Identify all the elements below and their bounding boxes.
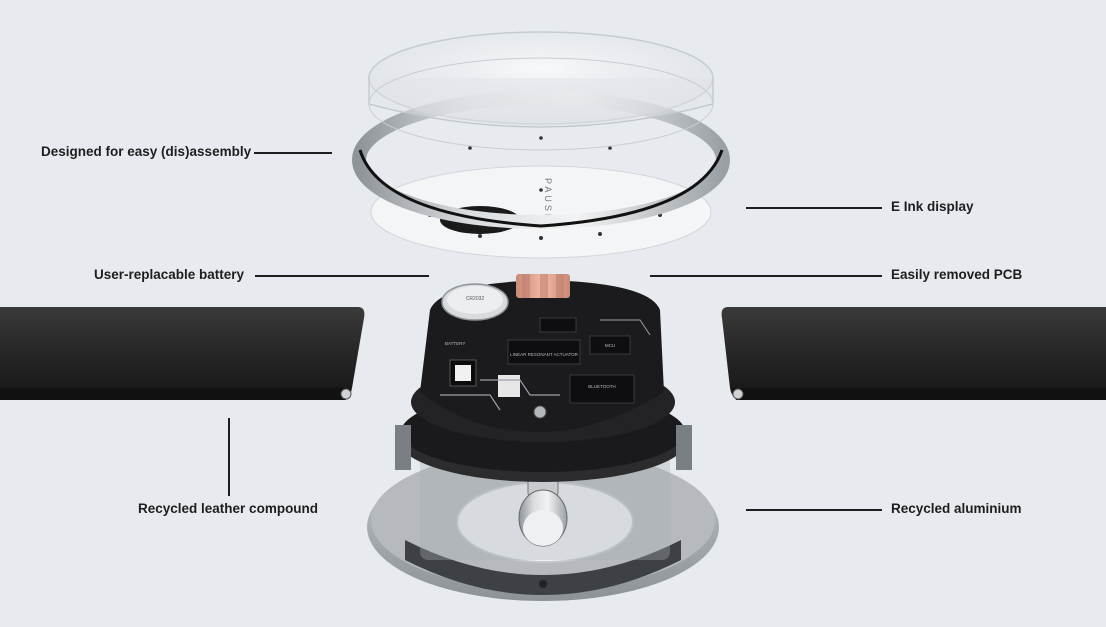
callout-line-battery [255, 275, 429, 277]
silk-battery-label: BATTERY [445, 341, 465, 346]
callout-line-display [746, 207, 882, 209]
chip-actuator-label: LINEAR RESONANT ACTUATOR [510, 352, 579, 357]
callout-line-leather [228, 418, 230, 496]
chip-bluetooth-label: BLUETOOTH [588, 384, 615, 389]
callout-battery: User-replacable battery [94, 267, 245, 282]
callout-line-aluminium [746, 509, 882, 511]
callout-display: E Ink display [891, 199, 974, 214]
brand-mark: PAUSE [543, 178, 553, 223]
callout-line-pcb [650, 275, 882, 277]
right-strap [721, 307, 1106, 400]
glass-lens [368, 31, 714, 151]
pcb-board: CR2032 LINEAR RESONANT ACTUATOR BLUETOOT… [420, 274, 664, 432]
left-strap [0, 307, 365, 400]
callout-aluminium: Recycled aluminium [891, 501, 1022, 516]
callout-line-assembly [254, 152, 332, 154]
callout-leather: Recycled leather compound [138, 501, 319, 516]
coin-cell-label: CR2032 [466, 296, 485, 302]
callout-pcb: Easily removed PCB [891, 267, 1023, 282]
aluminium-base [367, 440, 719, 601]
callout-assembly: Designed for easy (dis)assembly [41, 144, 252, 159]
chip-misc-label: MCU [605, 343, 615, 348]
